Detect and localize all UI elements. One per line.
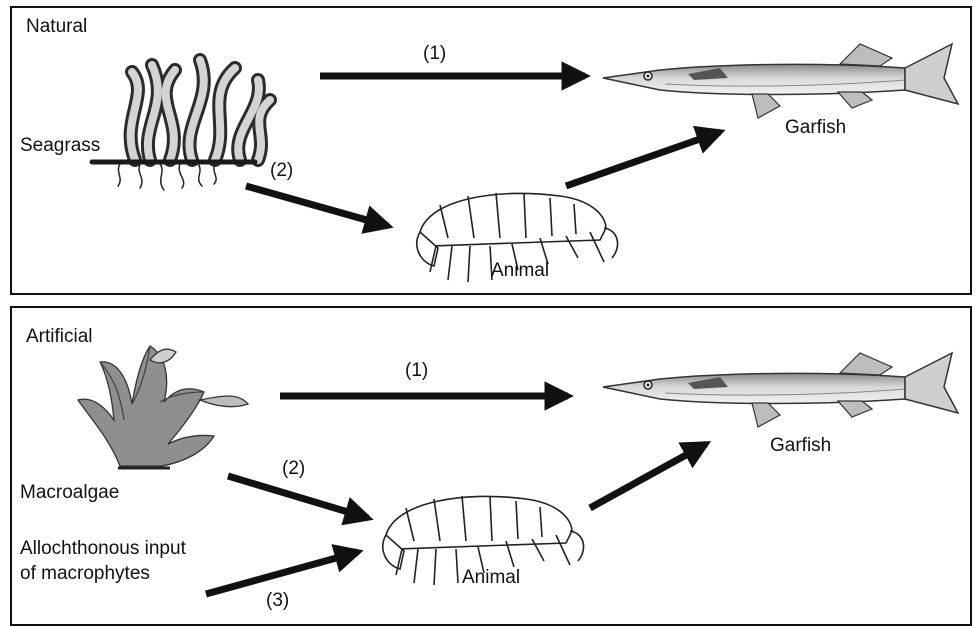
garfish-icon [603, 353, 958, 427]
arrow-animal-to-garfish [590, 444, 706, 508]
garfish-label: Garfish [785, 117, 846, 139]
garfish-label: Garfish [770, 435, 831, 457]
macroalgae-icon [78, 346, 248, 468]
seagrass-label: Seagrass [20, 135, 100, 157]
artificial-title: Artificial [26, 326, 93, 348]
path-2-label: (2) [270, 160, 293, 182]
path-1-label: (1) [405, 360, 428, 382]
natural-title: Natural [26, 16, 87, 38]
arrow-allochthonous-to-animal [206, 552, 358, 594]
garfish-icon [603, 44, 958, 118]
artificial-arrows [206, 396, 706, 594]
arrow-macroalgae-to-animal [228, 476, 368, 518]
animal-label: Animal [462, 567, 520, 589]
allochthonous-label-line2: of macrophytes [20, 563, 150, 585]
path-3-label: (3) [266, 590, 289, 612]
path-2-label: (2) [282, 458, 305, 480]
animal-label: Animal [491, 260, 549, 282]
macroalgae-label: Macroalgae [20, 482, 119, 504]
arrow-seagrass-to-animal [246, 186, 388, 226]
path-1-label: (1) [423, 43, 446, 65]
allochthonous-label-line1: Allochthonous input [20, 538, 186, 560]
arrow-animal-to-garfish [566, 132, 720, 186]
seagrass-icon [92, 60, 270, 190]
